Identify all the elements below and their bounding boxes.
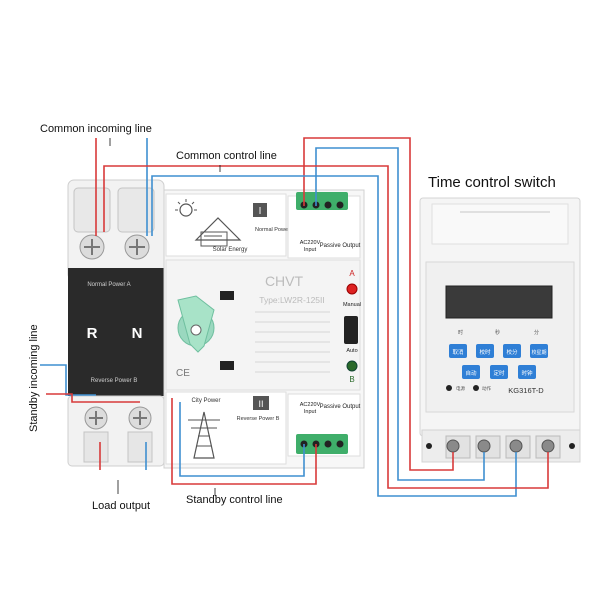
wires	[40, 137, 549, 497]
input-top: Input	[304, 247, 317, 253]
common-incoming-label: Common incoming line	[40, 123, 152, 135]
manual-auto-switch[interactable]	[344, 316, 358, 344]
small-label-2: 秒	[495, 329, 500, 336]
set-hour-button[interactable]	[476, 344, 494, 358]
action-indicator-label: 动作	[482, 385, 491, 392]
type-label: Type:LW2R-125II	[259, 295, 325, 305]
small-label-3: 分	[534, 329, 539, 336]
leader-lines	[109, 138, 221, 496]
time-control-switch-title: Time control switch	[428, 174, 556, 191]
solar-icon	[175, 199, 197, 217]
city-power-label: City Power	[191, 398, 220, 404]
clock-button-label: 时钟	[521, 369, 533, 377]
input-bottom: Input	[304, 409, 317, 415]
auto-button[interactable]	[462, 365, 480, 379]
ac220v-bottom: AC220V	[300, 402, 321, 408]
standby-incoming-red-wire	[46, 393, 140, 403]
reverse-power-b-label: Reverse Power B	[237, 416, 280, 422]
timer-terminal-screw-icon	[541, 439, 555, 453]
position-mark-top	[220, 291, 234, 300]
led-a-icon	[346, 283, 358, 295]
set-hour-button-label: 校时	[479, 348, 491, 356]
normal-power-a-label: Normal Power A	[255, 227, 295, 233]
set-week-button-label: 校星期	[531, 349, 546, 356]
bottom-terminal-block	[296, 434, 348, 454]
timer-button-row-1: 取消 校时 校分 校星期	[449, 344, 548, 358]
cancel-button[interactable]	[449, 344, 467, 358]
standby-control-label: Standby control line	[186, 494, 283, 506]
led-a-label: A	[349, 269, 355, 278]
time-control-switch: 时 秒 分 取消 校时 校分 校星期 自动 定时 时钟 电源 动作 KG316T…	[419, 197, 581, 463]
power-indicator-icon	[446, 385, 452, 391]
timer-terminal-screw-icon	[446, 439, 460, 453]
clock-button[interactable]	[518, 365, 536, 379]
common-control-red-wire-2	[103, 165, 549, 489]
load-output-label: Load output	[92, 500, 151, 512]
standby-control-red-wire	[171, 398, 317, 485]
common-control-label: Common control line	[176, 150, 277, 162]
roman-one: I	[259, 206, 262, 217]
auto-button-label: 自动	[465, 369, 477, 377]
ac220v-top: AC220V	[300, 240, 321, 246]
top-terminal-block	[296, 192, 348, 210]
auto-label: Auto	[346, 348, 357, 354]
standby-incoming-label: Standby incoming line	[28, 324, 40, 432]
ats-breaker: Normal Power A R N Reverse Power B	[67, 179, 365, 469]
standby-control-blue-wire	[179, 402, 305, 477]
power-tower-icon	[188, 411, 220, 459]
passive-output-bottom: Passive Output	[320, 404, 361, 410]
power-indicator-label: 电源	[456, 385, 465, 392]
set-minute-button[interactable]	[503, 344, 521, 358]
passive-output-top: Passive Output	[320, 243, 361, 249]
n-label: N	[132, 325, 143, 342]
timer-top-cover	[431, 203, 569, 245]
timer-button-row-2: 自动 定时 时钟	[462, 365, 536, 379]
common-control-blue-wire	[315, 147, 485, 481]
normal-power-a-left: Normal Power A	[87, 282, 130, 288]
roman-two: II	[258, 399, 263, 409]
ce-mark: CE	[176, 368, 190, 379]
small-label-1: 时	[458, 329, 463, 336]
r-label: R	[87, 325, 98, 342]
reverse-power-b-left: Reverse Power B	[91, 378, 138, 384]
standby-incoming-blue-wire	[40, 364, 96, 396]
timer-model: KG316T-D	[508, 386, 544, 395]
timer-terminal-screw-icon	[477, 439, 491, 453]
position-mark-bottom	[220, 361, 234, 370]
timer-terminal-screw-icon	[509, 439, 523, 453]
lcd-display	[445, 285, 553, 319]
timing-button-label: 定时	[493, 369, 505, 377]
led-b-label: B	[349, 375, 354, 384]
transfer-handle[interactable]	[177, 295, 215, 353]
led-b-icon	[346, 360, 358, 372]
timing-button[interactable]	[490, 365, 508, 379]
manual-label: Manual	[343, 302, 361, 308]
action-indicator-icon	[473, 385, 479, 391]
solar-energy-label: Solar Energy	[213, 247, 248, 253]
set-minute-button-label: 校分	[506, 348, 518, 356]
dark-pole-band	[68, 268, 164, 396]
brand-label: CHVT	[265, 273, 304, 289]
set-week-button[interactable]	[530, 344, 548, 358]
house-icon	[194, 217, 242, 247]
cancel-button-label: 取消	[452, 348, 464, 356]
common-control-red-wire	[303, 137, 454, 471]
